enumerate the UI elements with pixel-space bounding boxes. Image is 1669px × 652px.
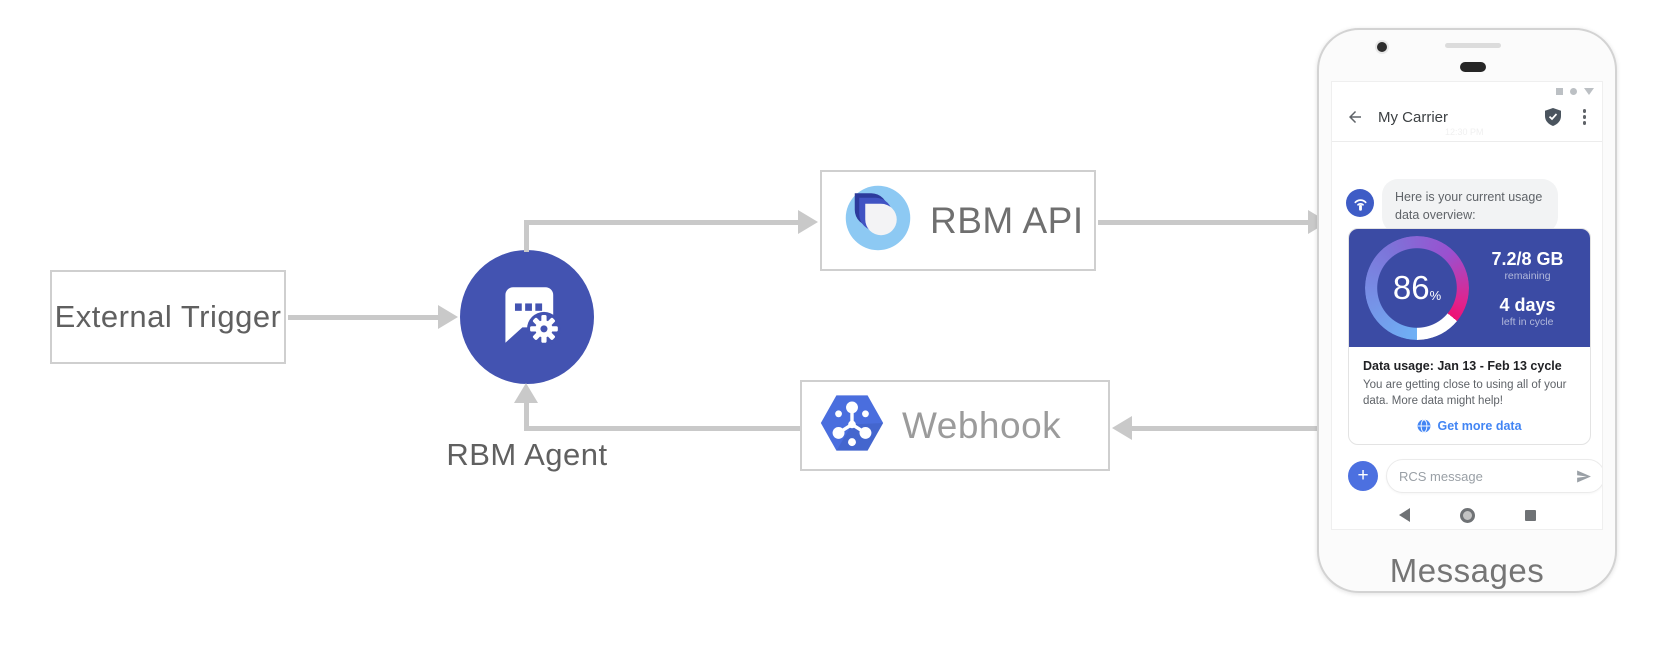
message-timestamp: 12:30 PM [1445, 127, 1484, 137]
arrow-agent-to-api-riser [524, 222, 529, 252]
status-bar [1556, 86, 1594, 96]
arrow-trigger-to-agent-line [288, 315, 440, 320]
gauge-percent-unit: % [1429, 287, 1442, 303]
usage-gauge: 86 % [1365, 236, 1469, 340]
chat-bubble-gear-icon [490, 278, 564, 357]
external-trigger-label: External Trigger [54, 299, 282, 334]
messages-caption: Messages [1389, 552, 1545, 589]
attach-plus-button[interactable]: + [1348, 461, 1378, 491]
android-navbar [1332, 502, 1602, 528]
usage-card-hero: 86 % 7.2/8 GB remaining 4 days left in c… [1349, 229, 1590, 347]
status-circle-icon [1570, 87, 1577, 95]
front-camera [1377, 42, 1387, 52]
arrow-api-to-phone-line [1098, 220, 1310, 225]
data-remaining-label: remaining [1504, 269, 1551, 282]
header-divider [1332, 141, 1602, 142]
webhook-label: Webhook [902, 404, 1062, 446]
webhook-node: Webhook [800, 380, 1110, 471]
earpiece [1460, 62, 1486, 72]
message-composer: + [1348, 459, 1602, 493]
webhook-hexagon-icon [818, 389, 886, 462]
message-input-pill [1386, 459, 1602, 493]
arrow-webhook-to-agent-head [514, 383, 538, 403]
phone-screen: My Carrier 12:30 PM [1332, 82, 1602, 529]
rcs-message-input[interactable] [1399, 468, 1575, 484]
days-left-value: 4 days [1499, 294, 1556, 315]
overflow-menu-icon[interactable] [1581, 107, 1589, 127]
gauge-percent-value: 86 [1392, 269, 1430, 306]
arrow-webhook-to-agent-riser [524, 402, 529, 431]
rbm-agent-label: RBM Agent [446, 437, 608, 472]
globe-icon [1417, 419, 1431, 433]
speaker-slot [1445, 43, 1501, 48]
agent-message-bubble: Here is your current usage data overview… [1382, 179, 1558, 234]
arrow-phone-to-webhook-head [1112, 416, 1132, 440]
external-trigger-node: External Trigger [50, 270, 286, 364]
rbm-api-label: RBM API [930, 199, 1084, 241]
rbm-agent-node [460, 250, 594, 384]
arrow-phone-to-webhook-line [1132, 426, 1332, 431]
arrow-webhook-to-agent-line [524, 426, 800, 431]
usage-card-heading: Data usage: Jan 13 - Feb 13 cycle [1363, 359, 1562, 373]
get-more-data-button[interactable]: Get more data [1363, 419, 1576, 433]
arrow-agent-to-api-line [524, 220, 800, 225]
rbm-api-logo-icon [842, 182, 914, 259]
conversation-title: My Carrier [1378, 108, 1448, 126]
phone-mockup: My Carrier 12:30 PM [1317, 28, 1617, 593]
usage-gauge-ring [1365, 236, 1469, 340]
status-square-icon [1556, 87, 1563, 95]
arrow-trigger-to-agent-head [438, 305, 458, 329]
get-more-data-label: Get more data [1437, 419, 1522, 434]
nav-home-icon[interactable] [1459, 507, 1475, 523]
conversation-header: My Carrier [1332, 100, 1602, 134]
send-icon[interactable] [1575, 468, 1592, 485]
status-triangle-icon [1584, 87, 1594, 95]
back-arrow-icon[interactable] [1346, 108, 1364, 126]
days-left-label: left in cycle [1501, 315, 1554, 328]
usage-card: 86 % 7.2/8 GB remaining 4 days left in c… [1348, 228, 1591, 445]
rbm-api-node: RBM API [820, 170, 1096, 271]
data-remaining-value: 7.2/8 GB [1491, 248, 1564, 269]
carrier-avatar-icon [1346, 189, 1374, 217]
nav-back-icon[interactable] [1398, 508, 1410, 522]
usage-card-text: Data usage: Jan 13 - Feb 13 cycle You ar… [1349, 347, 1590, 443]
agent-message-row: Here is your current usage data overview… [1346, 179, 1558, 234]
verified-shield-icon [1544, 108, 1561, 126]
nav-recents-icon[interactable] [1524, 509, 1536, 521]
usage-card-body: You are getting close to using all of yo… [1363, 379, 1567, 408]
arrow-agent-to-api-head [798, 210, 818, 234]
usage-stats: 7.2/8 GB remaining 4 days left in cycle [1469, 249, 1590, 328]
